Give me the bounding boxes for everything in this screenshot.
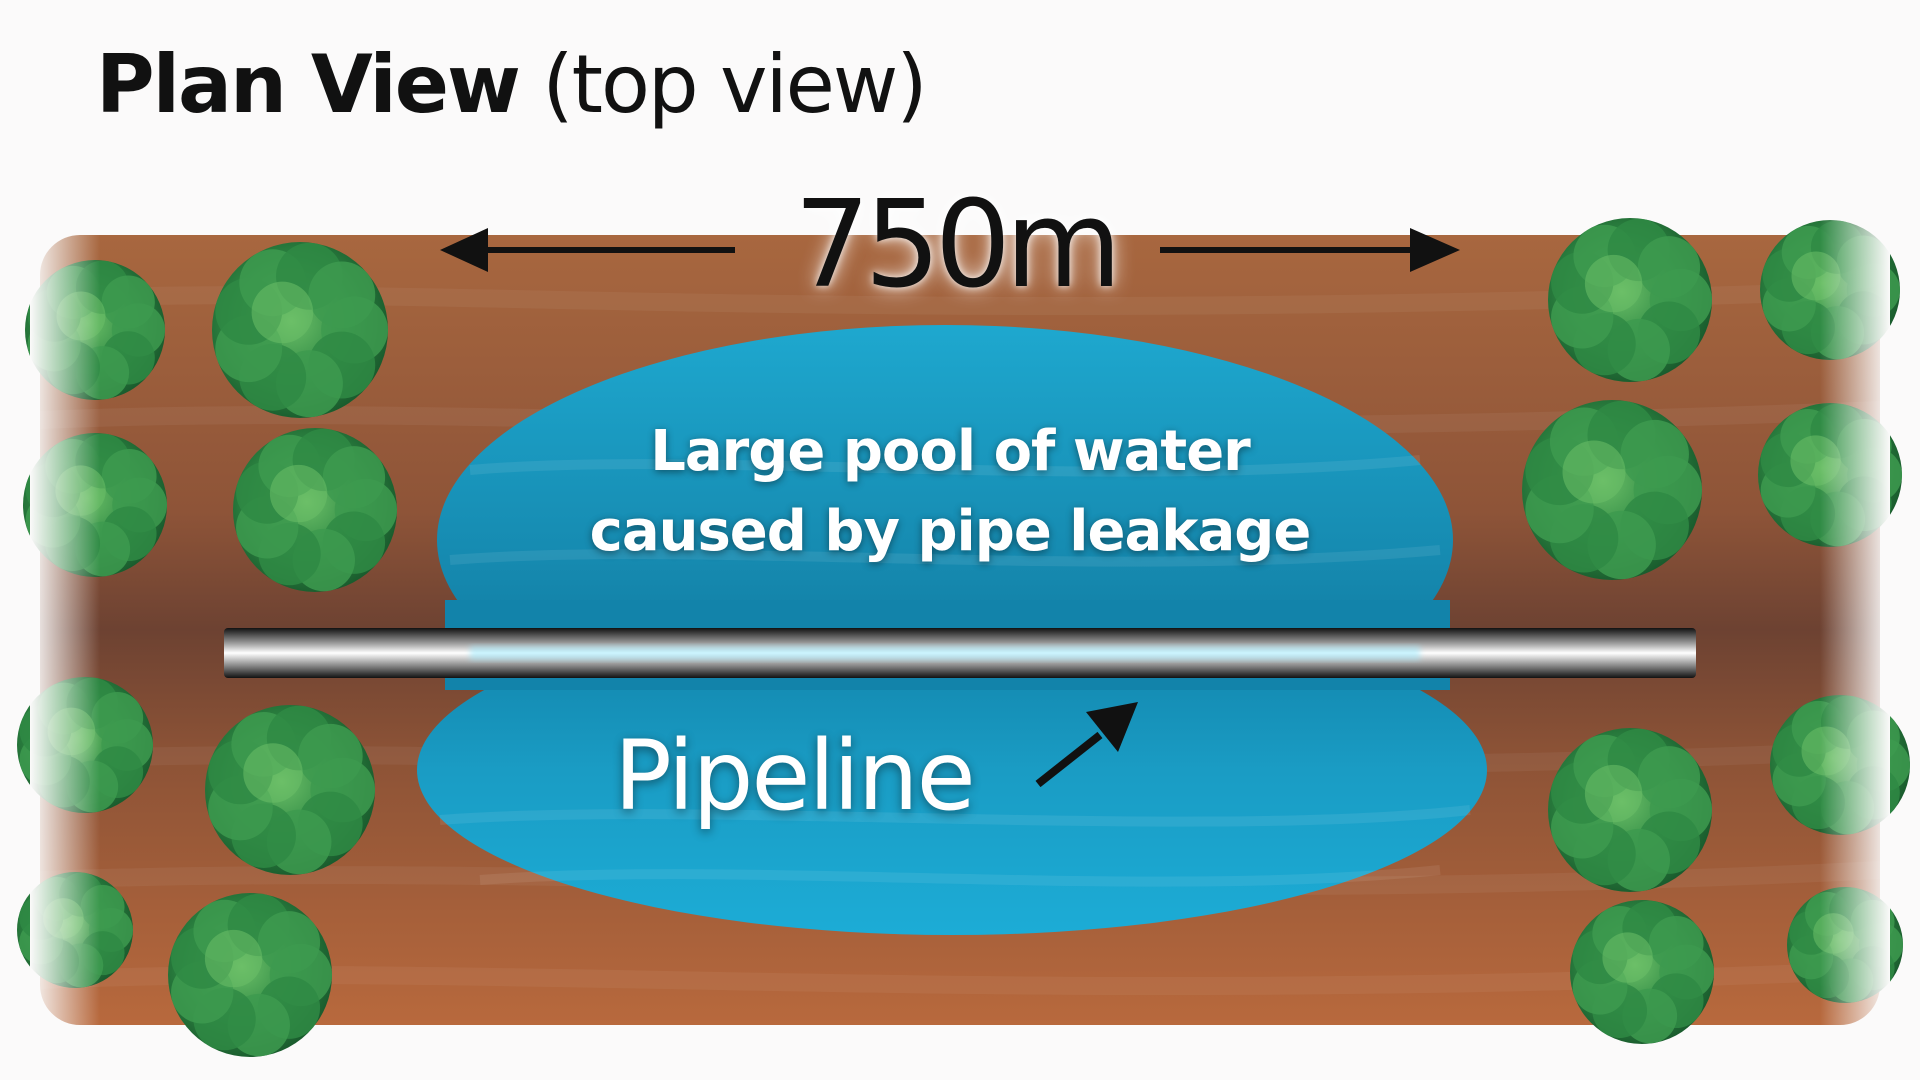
- title-light: (top view): [542, 38, 927, 131]
- dimension-label: 750m: [794, 176, 1122, 315]
- fade-right: [1820, 220, 1890, 1040]
- tree-icon: [205, 705, 376, 875]
- tree-icon: [168, 893, 332, 1057]
- tree-icon: [212, 242, 388, 418]
- pointer-arrow-icon: [1035, 702, 1138, 788]
- pipeline-glow: [470, 646, 1420, 660]
- page-title: Plan View (top view): [96, 38, 928, 131]
- pool-label-line2: caused by pipe leakage: [589, 499, 1312, 564]
- tree-icon: [1522, 400, 1703, 580]
- pipeline-label: Pipeline: [614, 720, 976, 832]
- tree-icon: [1548, 728, 1712, 892]
- right-arrow-icon: [1160, 228, 1460, 272]
- fade-left: [30, 220, 100, 1040]
- pool-label-line1: Large pool of water: [650, 419, 1251, 484]
- title-bold: Plan View: [96, 38, 521, 131]
- tree-icon: [1548, 218, 1712, 382]
- left-arrow-icon: [440, 228, 735, 272]
- tree-icon: [1570, 900, 1714, 1044]
- tree-icon: [233, 428, 397, 592]
- water-ripples: [439, 455, 1471, 887]
- pool-label: Large pool of water caused by pipe leaka…: [470, 412, 1430, 572]
